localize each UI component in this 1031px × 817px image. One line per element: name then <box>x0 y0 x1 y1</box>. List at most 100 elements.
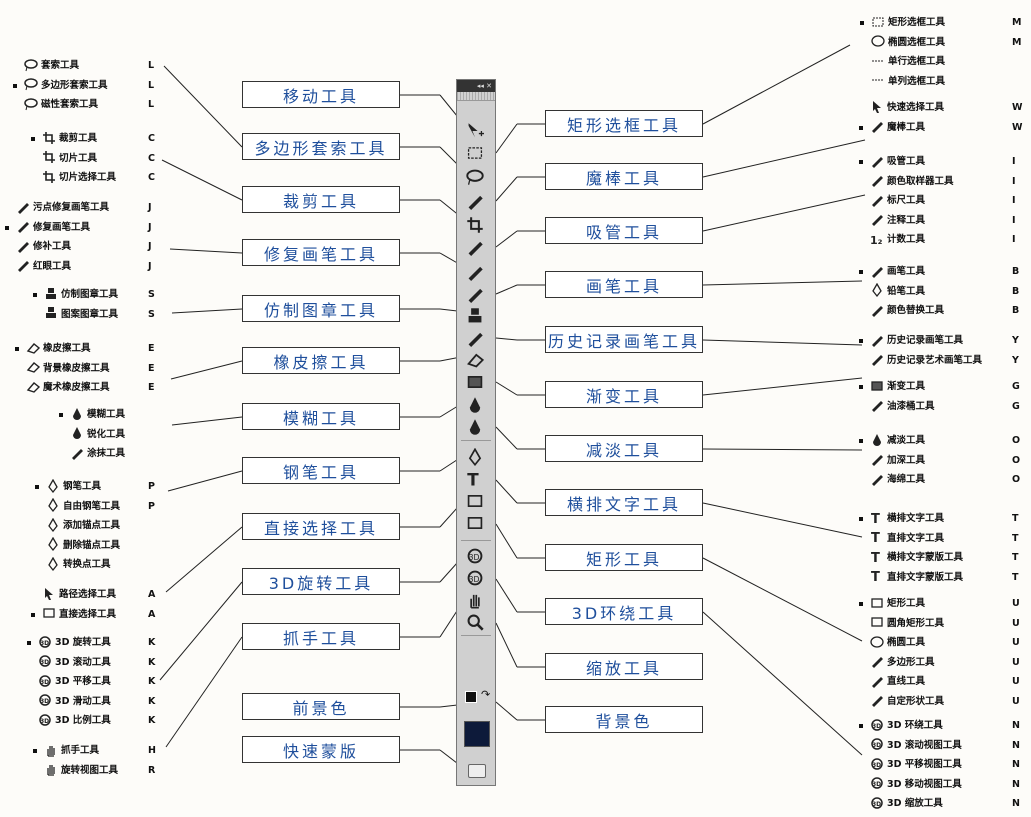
toolbar-history-brush-icon[interactable] <box>465 329 487 349</box>
toolbar-dodge-icon[interactable] <box>465 418 487 438</box>
tool-menu-item[interactable]: 单行选框工具 <box>871 52 945 72</box>
toolbar-rect-marquee-icon[interactable] <box>465 144 487 164</box>
tool-menu-item[interactable]: 涂抹工具 <box>70 444 125 464</box>
toolbar-magic-wand-icon[interactable] <box>465 192 487 212</box>
toolbar-brush-icon[interactable] <box>465 285 487 305</box>
tool-name: 单行选框工具 <box>888 56 946 67</box>
toolbar-eraser-icon[interactable] <box>465 351 487 371</box>
default-colors-icon[interactable] <box>465 691 477 703</box>
panel-header[interactable]: ◂◂ ✕ <box>457 80 495 92</box>
panel-grip[interactable] <box>457 92 495 101</box>
quick-mask-button[interactable] <box>468 764 486 778</box>
toolbar-polygon-lasso-icon[interactable] <box>465 168 487 188</box>
v-type-icon: T <box>870 530 884 546</box>
toolbar-h-type-icon[interactable]: T <box>465 469 487 490</box>
shortcut-key: E <box>148 343 155 354</box>
toolbar-gradient-icon[interactable] <box>465 373 487 393</box>
tool-menu-item[interactable]: 添加锚点工具 <box>46 516 120 536</box>
tool-menu-item[interactable]: 删除锚点工具 <box>46 536 120 556</box>
toolbar-crop-icon[interactable] <box>465 216 487 236</box>
toolbar-direct-select-icon[interactable] <box>465 492 487 512</box>
toolbar-rectangle-icon[interactable] <box>465 514 487 534</box>
sharpen-icon <box>70 426 84 440</box>
tool-menu-item[interactable]: 单列选框工具 <box>871 72 945 92</box>
toolbar-hand-icon[interactable] <box>465 591 487 611</box>
toolbar-clone-stamp-icon[interactable] <box>465 307 487 327</box>
toolbar-move-icon[interactable] <box>465 122 487 142</box>
toolbar-eyedropper-icon[interactable] <box>465 238 487 258</box>
toolbar-blur-icon[interactable] <box>465 396 487 416</box>
tool-menu-item[interactable]: 锐化工具 <box>70 425 125 445</box>
toolbar-zoom-icon[interactable] <box>465 613 487 633</box>
toolbar-rotate-3d-icon[interactable]: 3D <box>465 547 487 567</box>
toolbar-heal-brush-icon[interactable] <box>465 263 487 283</box>
toolbar-orbit-3d-icon[interactable]: 3D <box>465 569 487 589</box>
foreground-color-swatch[interactable] <box>464 721 490 747</box>
tool-menu-item[interactable]: 模糊工具 <box>59 405 125 425</box>
tool-menu-item[interactable]: 转换点工具 <box>46 555 120 575</box>
swap-colors-icon[interactable]: ↷ <box>481 688 491 701</box>
toolbar-pen-icon[interactable] <box>465 447 487 468</box>
